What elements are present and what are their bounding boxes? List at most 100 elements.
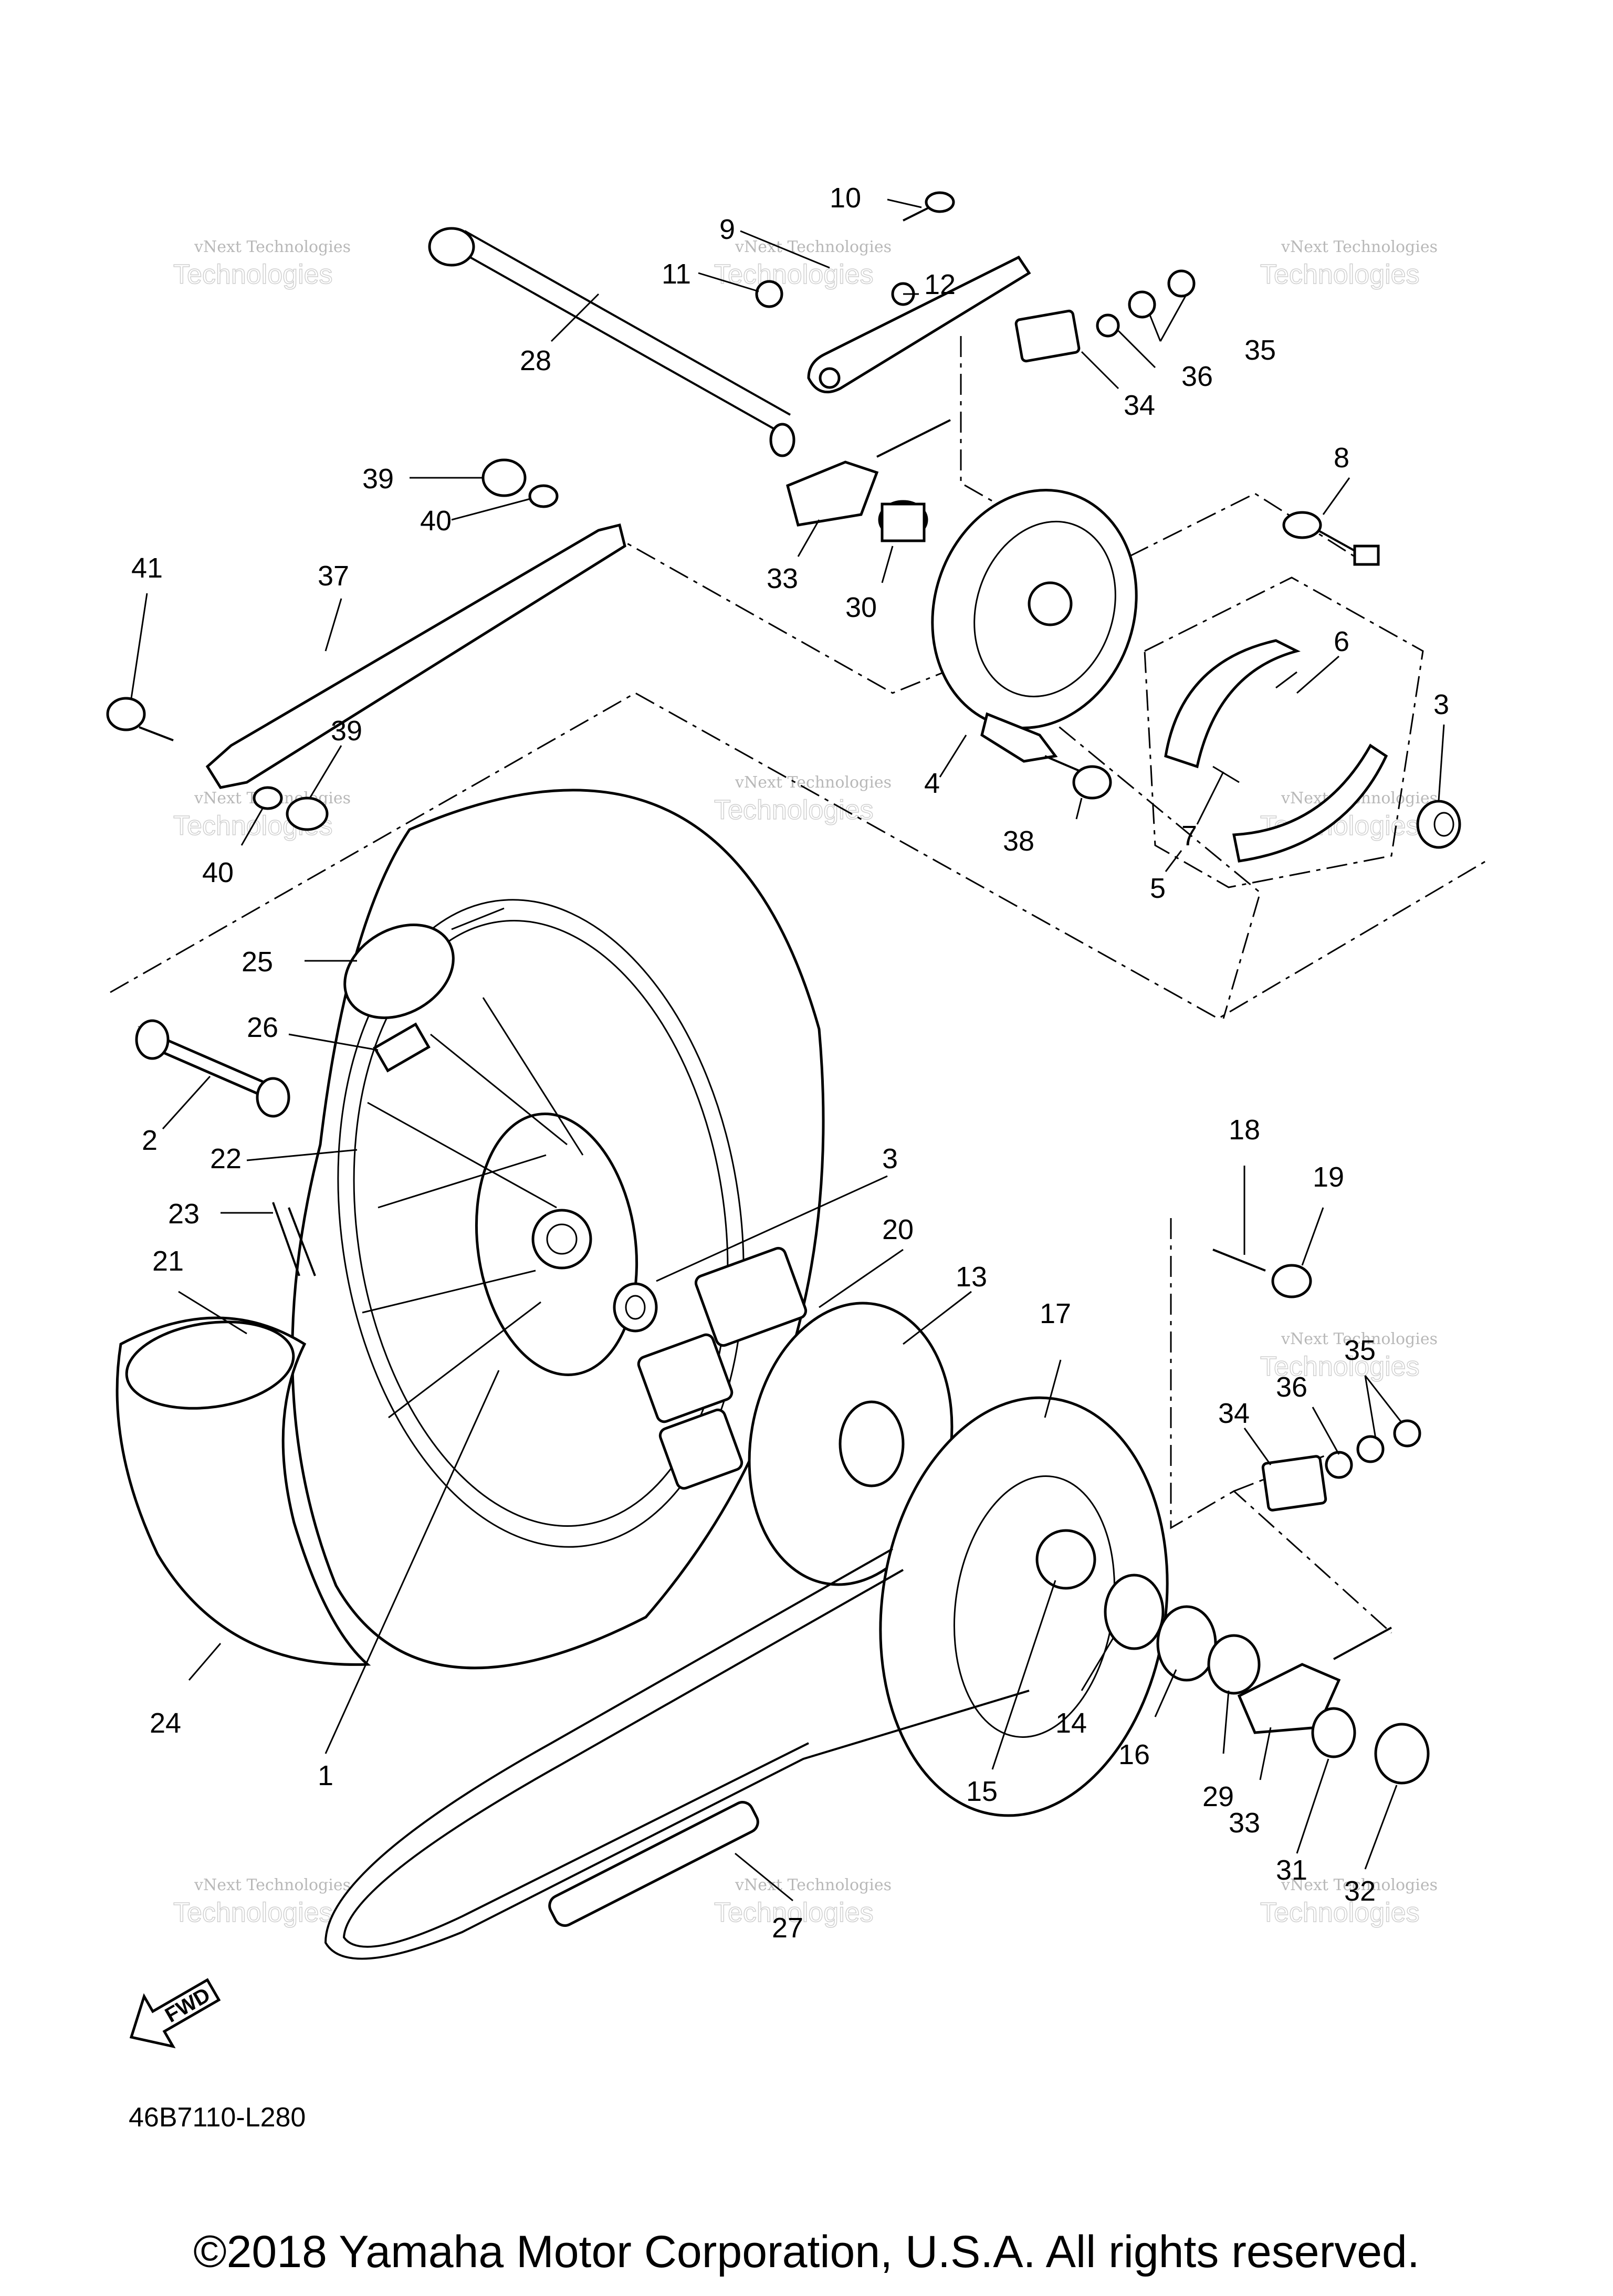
callout-3-top: 3 [1433,689,1449,720]
callout-11: 11 [662,258,691,290]
callout-35-low: 35 [1344,1335,1376,1366]
callout-39: 39 [362,463,394,495]
chain-adjuster-outline [1170,1218,1392,1634]
adjuster-block-top [1014,309,1081,363]
callout-33-low: 33 [1229,1807,1260,1839]
brake-panel [931,489,1138,763]
watermark-text: Technologies [714,795,874,825]
callout-10: 10 [830,182,861,214]
watermark-text: vNext Technologies [1281,238,1438,256]
callout-34: 34 [1124,390,1155,421]
wheel-assembly [291,789,825,1670]
nut-39-low [286,796,329,831]
callout-36-low: 36 [1276,1371,1307,1403]
chain-puller-top [786,460,879,527]
callout-15: 15 [966,1776,998,1807]
callout-13: 13 [956,1261,987,1293]
callout-31: 31 [1276,1854,1307,1886]
nut-35a [1167,269,1196,298]
callout-17: 17 [1040,1298,1071,1329]
watermark-text: Technologies [173,1897,333,1928]
callout-30: 30 [845,592,877,623]
bearings-stack [1035,1529,1261,1695]
watermark-text: Technologies [714,1897,874,1928]
copyright-notice: ©2018 Yamaha Motor Corporation, U.S.A. A… [193,2227,1420,2277]
nut-35-low-b [1393,1419,1421,1448]
brake-shoes [1164,639,1388,863]
axle-nut-32 [1374,1723,1430,1785]
nut-35b [1128,290,1156,319]
callout-5: 5 [1150,873,1166,904]
watermark-text: Technologies [1260,1897,1420,1928]
bearing-3-top [1416,800,1461,849]
callout-20: 20 [882,1214,914,1245]
hub-dampers [637,1246,808,1490]
watermark-text: vNext Technologies [735,773,892,792]
nut-39-top [481,458,527,497]
callout-34-low: 34 [1218,1398,1250,1429]
pin-38 [1044,755,1112,800]
callout-26: 26 [247,1012,278,1043]
callout-8: 8 [1334,442,1349,474]
watermark-text: Technologies [173,259,333,290]
adjuster-bolt-lower [1333,1627,1392,1660]
watermark-text: vNext Technologies [194,1876,351,1894]
callout-14: 14 [1055,1707,1087,1739]
callout-41: 41 [131,552,163,584]
spoke-nipples [272,1202,316,1276]
callout-3-lower: 3 [882,1143,898,1175]
fwd-arrow-icon: FWD [129,1978,221,2049]
callout-9: 9 [719,214,735,245]
washer-40-low [253,786,283,810]
watermark-text: vNext Technologies [1281,1330,1438,1348]
collar-30 [878,500,928,542]
washer-40-top [528,484,559,508]
watermark-text: vNext Technologies [735,238,892,256]
reference-code: 46B7110-L280 [129,2102,306,2133]
washer-31 [1311,1707,1356,1758]
callout-12: 12 [924,269,956,300]
callout-39-low: 39 [331,715,362,747]
nut-35-low-a [1356,1435,1385,1463]
drive-chain [324,1548,1030,1960]
washer-36-low [1325,1451,1353,1479]
callout-18: 18 [1229,1114,1260,1146]
callout-24: 24 [150,1707,181,1739]
callout-22: 22 [210,1143,242,1175]
rear-axle [428,227,795,457]
callout-19: 19 [1313,1161,1344,1193]
watermark-text: vNext Technologies [735,1876,892,1894]
tube-25 [343,907,505,1019]
callout-38: 38 [1003,825,1034,857]
callout-36: 36 [1181,361,1213,392]
chain-puller-lower [1237,1663,1341,1734]
nut-19 [1271,1264,1312,1298]
callout-21: 21 [152,1245,184,1277]
bolt-10 [903,191,955,222]
callout-40: 40 [420,505,452,537]
watermark-text: Technologies [1260,259,1420,290]
adjuster-block-lower [1261,1455,1327,1512]
callout-7: 7 [1181,820,1197,852]
callout-32: 32 [1344,1875,1376,1907]
callout-4: 4 [924,768,940,799]
bolt-41 [106,697,174,741]
bearing-3-lower [613,1282,658,1333]
leader-lines [130,198,1445,1902]
watermark-text: Technologies [1260,1351,1420,1382]
callout-29: 29 [1202,1781,1234,1812]
brake-arm-eye [819,367,841,389]
callout-33: 33 [767,563,798,594]
callout-6: 6 [1334,626,1349,657]
adjuster-bolt-top [876,419,951,458]
callout-25: 25 [242,946,273,978]
callout-2: 2 [142,1125,158,1156]
callout-1: 1 [318,1760,333,1791]
callout-23: 23 [168,1198,200,1230]
watermark-text: vNext Technologies [194,238,351,256]
callout-35: 35 [1244,334,1276,366]
brake-cam [1282,511,1380,566]
parts: FWD [106,191,1461,2049]
brake-shoe-outline [1144,576,1424,888]
